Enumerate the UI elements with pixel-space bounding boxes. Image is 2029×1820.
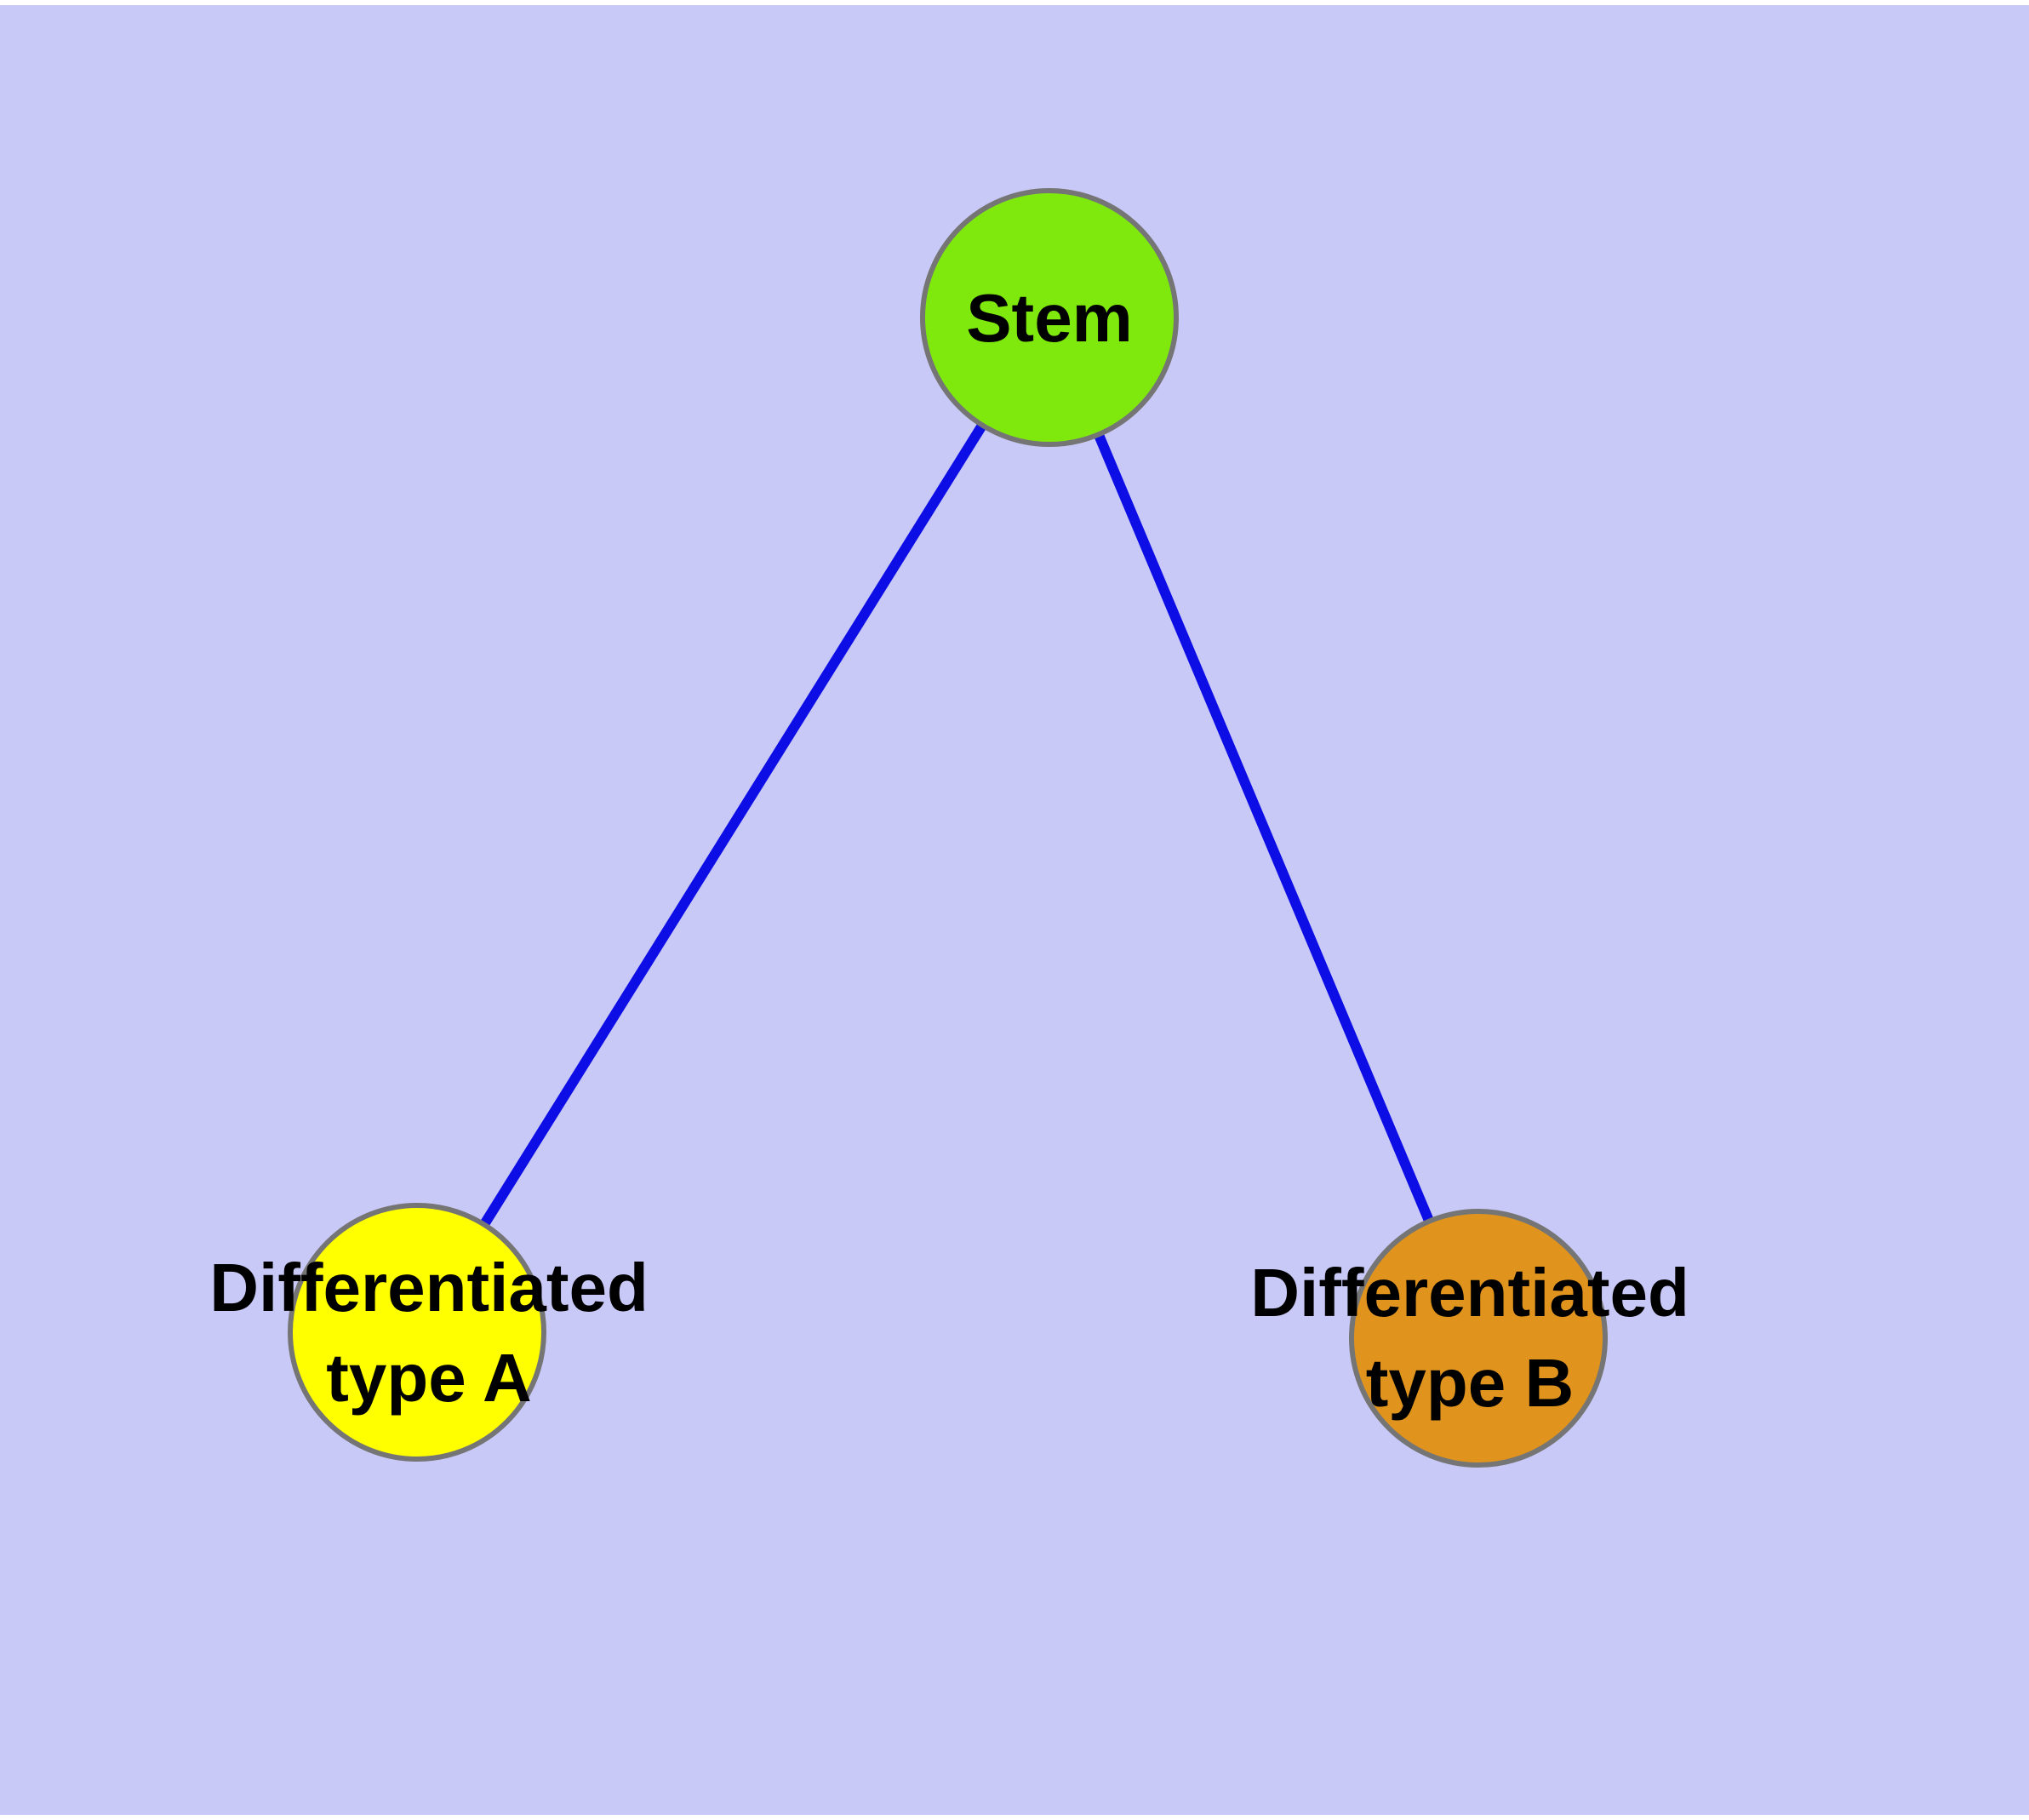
- node-differentiated-type-b: [1349, 1209, 1608, 1468]
- node-typeB-label-line2: type B: [1365, 1345, 1575, 1421]
- node-typeA-label-line2: type A: [326, 1340, 532, 1416]
- node-stem-label: Stem: [966, 280, 1133, 356]
- node-typeA-label-line1: Differentiated: [209, 1250, 649, 1325]
- edge-stem-to-typeB: [1044, 315, 1483, 1341]
- node-typeB-label-line1: Differentiated: [1250, 1255, 1689, 1331]
- top-margin: [0, 0, 2029, 5]
- node-typeB-label: Differentiated type B: [1250, 1248, 1689, 1428]
- edges-layer: [412, 314, 1483, 1341]
- diagram-canvas: Stem Differentiated type A Differentiate…: [0, 5, 2029, 1815]
- node-typeA-label: Differentiated type A: [209, 1243, 649, 1423]
- bottom-margin: [0, 1815, 2029, 1820]
- node-differentiated-type-a: [288, 1203, 546, 1462]
- node-stem: [920, 188, 1179, 447]
- edge-stem-to-typeA: [412, 314, 1055, 1336]
